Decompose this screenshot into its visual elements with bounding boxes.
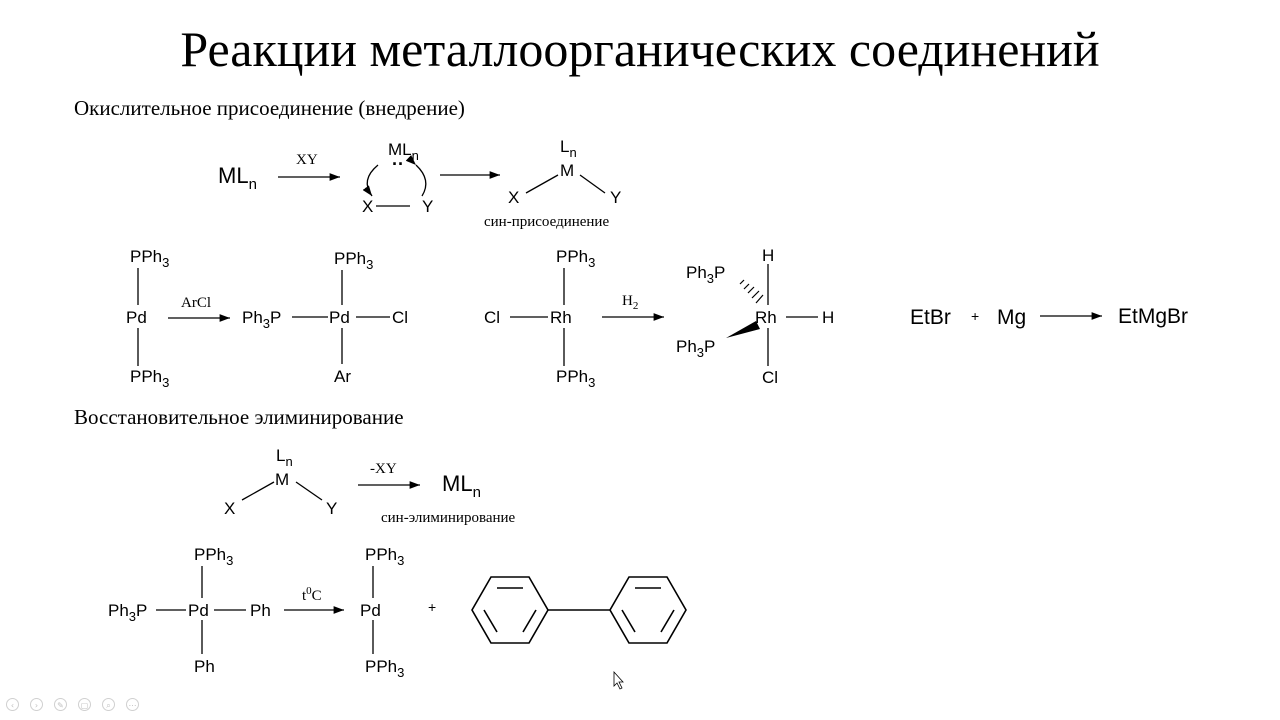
- metal-pd: Pd: [329, 308, 350, 327]
- ligand-pph3: PPh3: [556, 367, 595, 390]
- mln-intermediate: MLn: [388, 140, 419, 163]
- benzene-ring: [609, 576, 687, 644]
- pen-icon[interactable]: ✎: [54, 698, 67, 711]
- reagent-xy: XY: [296, 152, 318, 168]
- ligand-ln: Ln: [276, 446, 293, 469]
- forward-icon[interactable]: ›: [30, 698, 43, 711]
- more-icon[interactable]: ⋯: [126, 698, 139, 711]
- ligand-h: H: [762, 246, 774, 265]
- m-x-bond: [241, 481, 275, 501]
- ligand-ph3p: Ph3P: [242, 308, 281, 331]
- metal-m: M: [275, 470, 289, 489]
- ligand-pph3: PPh3: [130, 247, 169, 270]
- biphenyl-structure: [471, 576, 687, 644]
- m-y-bond: [579, 174, 606, 194]
- metal-m: M: [560, 161, 574, 180]
- back-icon[interactable]: ‹: [6, 698, 19, 711]
- metal-rh: Rh: [755, 308, 777, 327]
- lone-pair-dots: ··: [392, 154, 404, 174]
- caption-syn-addition: син-присоединение: [484, 214, 609, 230]
- ligand-pph3: PPh3: [130, 367, 169, 390]
- reagent-arcl: ArCl: [181, 295, 211, 311]
- ligand-pph3: PPh3: [194, 545, 233, 568]
- metal-rh: Rh: [550, 308, 572, 327]
- ligand-ln: Ln: [560, 137, 577, 160]
- ligand-ph: Ph: [250, 601, 271, 620]
- mouse-cursor-icon: [613, 670, 624, 690]
- section-heading-reductive-elimination: Восстановительное элиминирование: [74, 405, 404, 429]
- ligand-ph3p: Ph3P: [676, 337, 715, 360]
- atom-y: Y: [610, 188, 621, 207]
- metal-pd: Pd: [360, 601, 381, 620]
- product-etmgbr: EtMgBr: [1118, 305, 1188, 328]
- reagent-minus-xy: -XY: [370, 461, 397, 477]
- plus-sign: +: [971, 308, 979, 324]
- double-bond: [621, 609, 636, 633]
- re-pd-bonds: [156, 566, 374, 654]
- caption-syn-elimination: син-элиминирование: [381, 510, 516, 526]
- reactant-mg: Mg: [997, 306, 1026, 329]
- ligand-cl: Cl: [762, 368, 778, 387]
- ligand-pph3: PPh3: [334, 249, 373, 272]
- ligand-ph3p: Ph3P: [108, 601, 147, 624]
- metal-pd: Pd: [188, 601, 209, 620]
- curved-arrow-right: [405, 155, 427, 197]
- oa-pd-bonds: [137, 268, 390, 366]
- reagent-heat: t0C: [302, 585, 322, 604]
- reactant-etbr: EtBr: [910, 306, 951, 329]
- m-y-bond: [295, 481, 323, 501]
- hashed-wedge-bond: [739, 279, 764, 304]
- ligand-pph3: PPh3: [556, 247, 595, 270]
- atom-x: X: [224, 499, 235, 518]
- curved-arrow-left: [362, 164, 379, 197]
- ligand-pph3: PPh3: [365, 545, 404, 568]
- solid-wedge-bond: [726, 321, 760, 338]
- ligand-ph: Ph: [194, 657, 215, 676]
- metal-pd: Pd: [126, 308, 147, 327]
- double-bond: [522, 609, 537, 633]
- atom-x: X: [508, 188, 519, 207]
- ligand-pph3: PPh3: [365, 657, 404, 680]
- benzene-ring: [471, 576, 549, 644]
- ligand-ph3p: Ph3P: [686, 263, 725, 286]
- slide-title: Реакции металлоорганических соединений: [180, 21, 1100, 77]
- oa-rh-bonds: [510, 264, 818, 366]
- mln-product: MLn: [442, 471, 481, 501]
- section-heading-oxidative-addition: Окислительное присоединение (внедрение): [74, 96, 465, 120]
- plus-sign: +: [428, 599, 436, 615]
- re-general-bonds: [241, 481, 420, 501]
- double-bond: [660, 609, 675, 633]
- reagent-h2: H2: [622, 293, 638, 312]
- ligand-cl: Cl: [392, 308, 408, 327]
- oa-general-scheme: [278, 155, 606, 207]
- double-bond: [483, 609, 498, 633]
- m-x-bond: [525, 174, 559, 194]
- atom-x: X: [362, 197, 373, 216]
- ligand-h: H: [822, 308, 834, 327]
- atom-y: Y: [326, 499, 337, 518]
- ligand-cl: Cl: [484, 308, 500, 327]
- copy-icon[interactable]: ▢: [78, 698, 91, 711]
- mln-reactant: MLn: [218, 163, 257, 193]
- ligand-ar: Ar: [334, 367, 351, 386]
- atom-y: Y: [422, 197, 433, 216]
- zoom-icon[interactable]: ⌕: [102, 698, 115, 711]
